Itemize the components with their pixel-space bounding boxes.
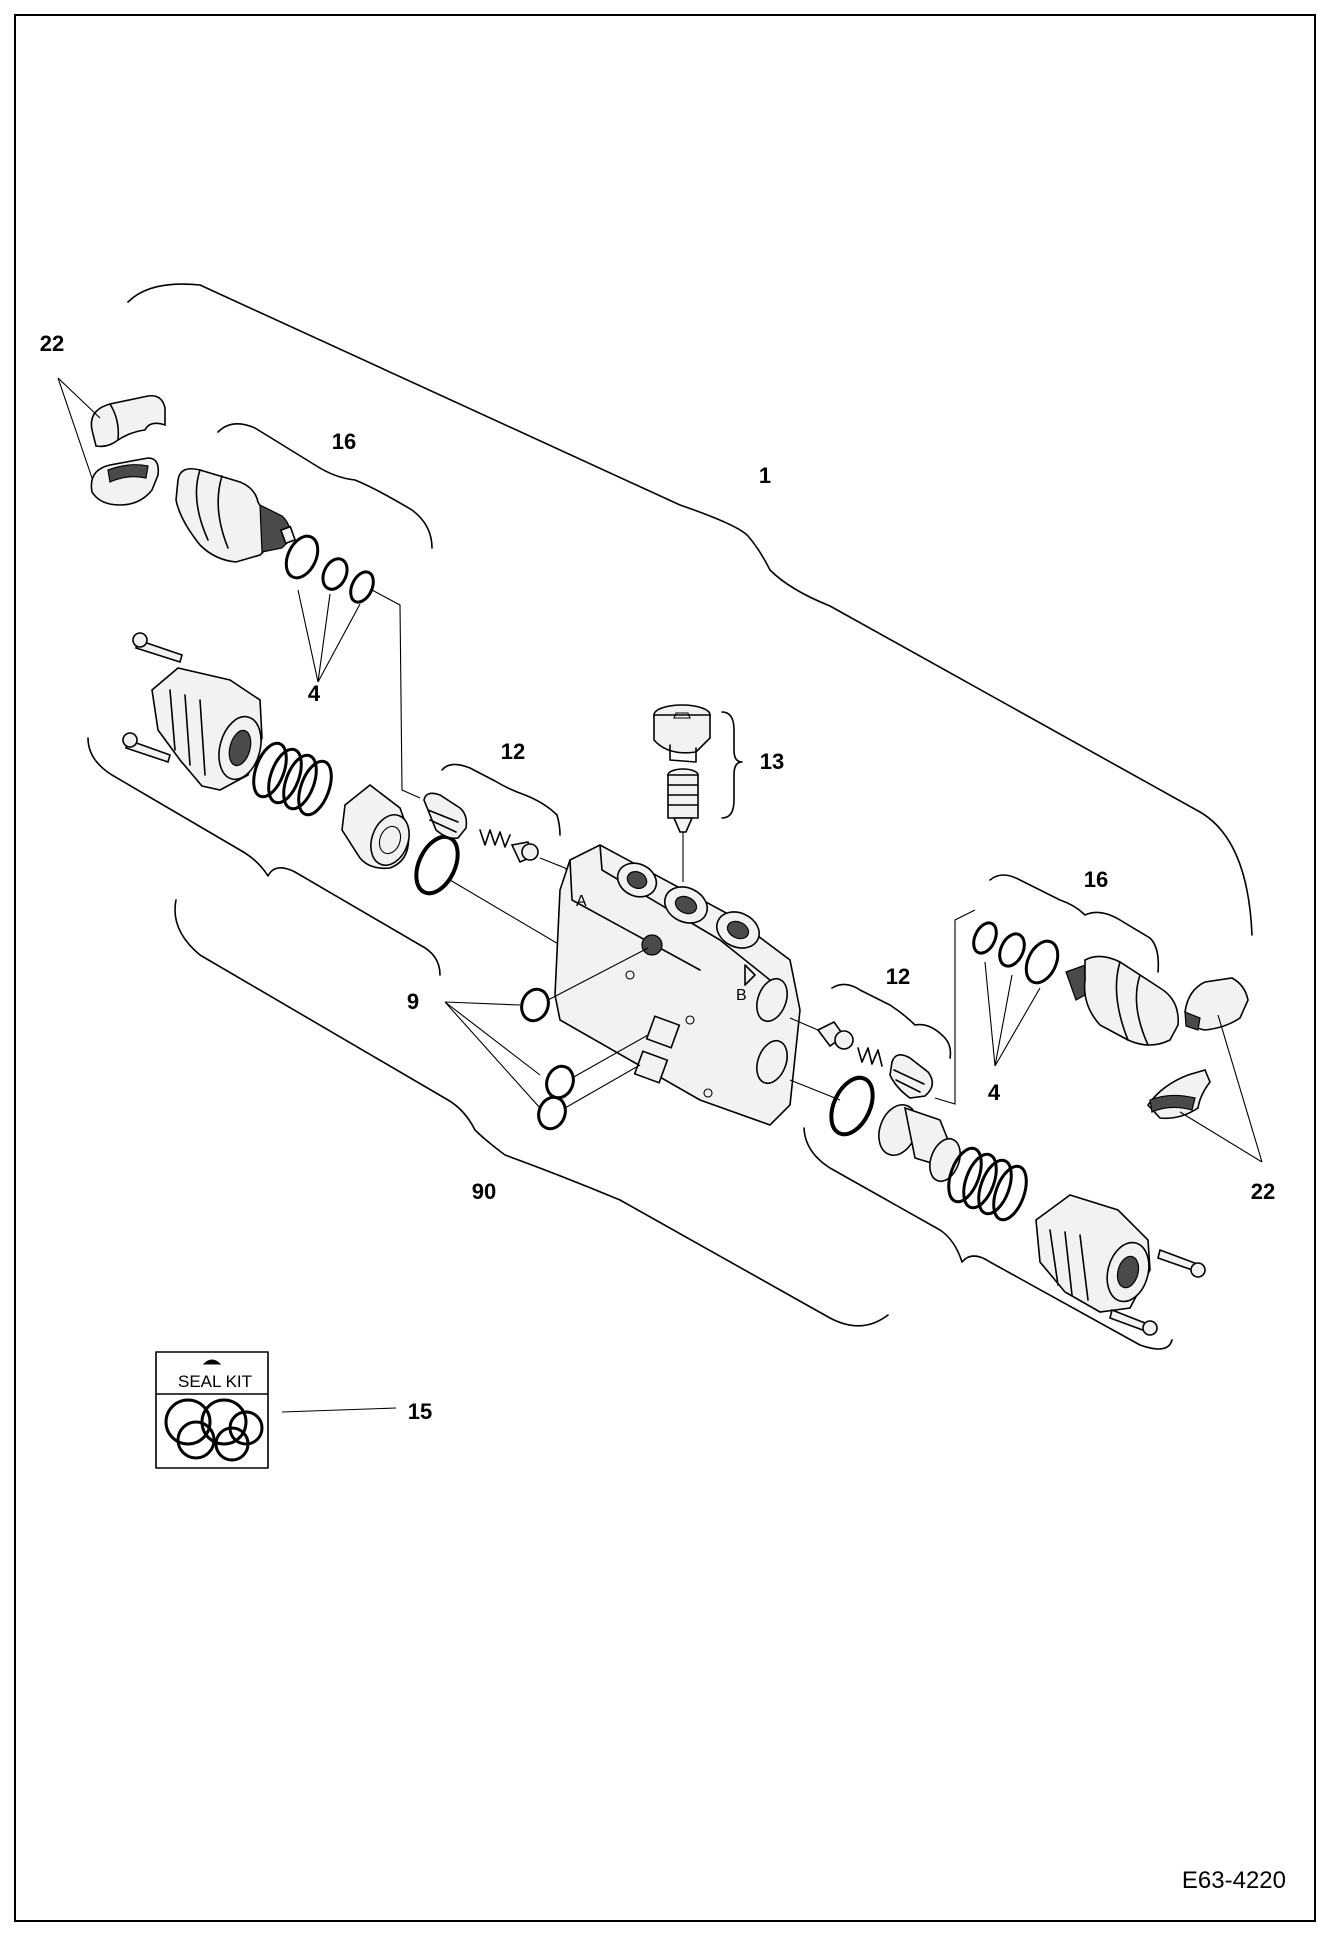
end-cap-left (151, 667, 263, 791)
callout-22-right: 22 (1250, 1179, 1276, 1204)
assembly-line-right-lower (789, 1079, 841, 1101)
callout-4-left: 4 (307, 681, 321, 706)
bolt-right-lower (1109, 1308, 1158, 1336)
check-spring-right (857, 1047, 883, 1067)
brace-item-12-left (441, 763, 561, 836)
o-ring-left-2 (321, 557, 349, 591)
o-ring-large-right (829, 1075, 875, 1137)
callout-12-left: 12 (500, 739, 526, 764)
o-ring-left-1 (284, 534, 320, 580)
brace-item-1 (127, 283, 1253, 936)
callout-22-left: 22 (39, 331, 65, 356)
clamp-left-upper (90, 394, 166, 448)
brace-left-spring-group (87, 737, 441, 976)
diagram-frame (14, 14, 1316, 1922)
check-poppet-right (889, 1054, 934, 1099)
callout-13: 13 (759, 749, 785, 774)
leader-9 (444, 1001, 541, 1109)
assembly-lines-9 (547, 947, 649, 1109)
callout-12-right: 12 (885, 964, 911, 989)
callout-4-right: 4 (987, 1080, 1001, 1105)
o-ring-large-left (414, 834, 460, 896)
o-ring-left-3 (349, 570, 375, 604)
bolt-left-lower (122, 732, 171, 764)
o-ring-right-1 (972, 921, 998, 955)
clamp-right-upper (1184, 977, 1249, 1031)
plug-13 (653, 704, 711, 763)
spring-left (252, 741, 333, 817)
brace-item-16-left (217, 423, 433, 549)
check-spring-left (479, 829, 511, 848)
check-poppet-left (423, 792, 468, 840)
leader-4-right (984, 961, 1041, 1067)
o-ring-right-2 (998, 932, 1026, 968)
callout-9: 9 (406, 989, 420, 1014)
brace-item-90 (174, 899, 889, 1327)
callout-90: 90 (471, 1179, 497, 1204)
check-plunger-left (510, 841, 539, 864)
bolt-left-upper (132, 632, 183, 664)
o-ring-9-lower (537, 1095, 567, 1131)
o-ring-right-3 (1024, 939, 1060, 985)
port-a-mark: A (576, 893, 587, 910)
leader-15 (281, 1407, 397, 1413)
clamp-left-lower (90, 457, 160, 506)
seal-kit-label: SEAL KIT (178, 1372, 253, 1391)
poppet-13 (667, 768, 699, 833)
callout-16-left: 16 (331, 429, 357, 454)
relief-valve-left (175, 467, 297, 563)
relief-valve-right (1065, 955, 1179, 1046)
callout-1: 1 (758, 463, 772, 488)
end-cap-right (1035, 1194, 1151, 1313)
o-ring-9-middle (545, 1064, 575, 1100)
o-ring-9-upper (520, 987, 550, 1023)
bolt-right-upper (1157, 1248, 1206, 1278)
callout-16-right: 16 (1083, 867, 1109, 892)
assembly-line-right-upper (934, 909, 976, 1105)
brace-item-16-right (989, 874, 1160, 973)
assembly-line-left-upper (371, 589, 421, 799)
brace-item-13 (721, 711, 743, 819)
check-plunger-right (816, 1020, 854, 1050)
spool-cup-left (341, 783, 410, 870)
clamp-right-lower (1146, 1069, 1211, 1120)
drawing-number: E63-4220 (1181, 1867, 1286, 1894)
valve-body: A B (554, 844, 801, 1126)
callout-15: 15 (407, 1399, 433, 1424)
assembly-line-check-right (789, 1017, 819, 1031)
spool-cup-right (878, 1104, 961, 1183)
leader-22-right (1179, 1014, 1263, 1163)
brace-right-spring-group (803, 1127, 1173, 1350)
seal-kit-box (155, 1351, 269, 1469)
leader-22-left (57, 377, 101, 479)
brace-item-12-right (831, 983, 952, 1059)
port-b-mark: B (736, 987, 747, 1004)
leader-4-left (297, 589, 361, 683)
spring-right (947, 1146, 1028, 1222)
